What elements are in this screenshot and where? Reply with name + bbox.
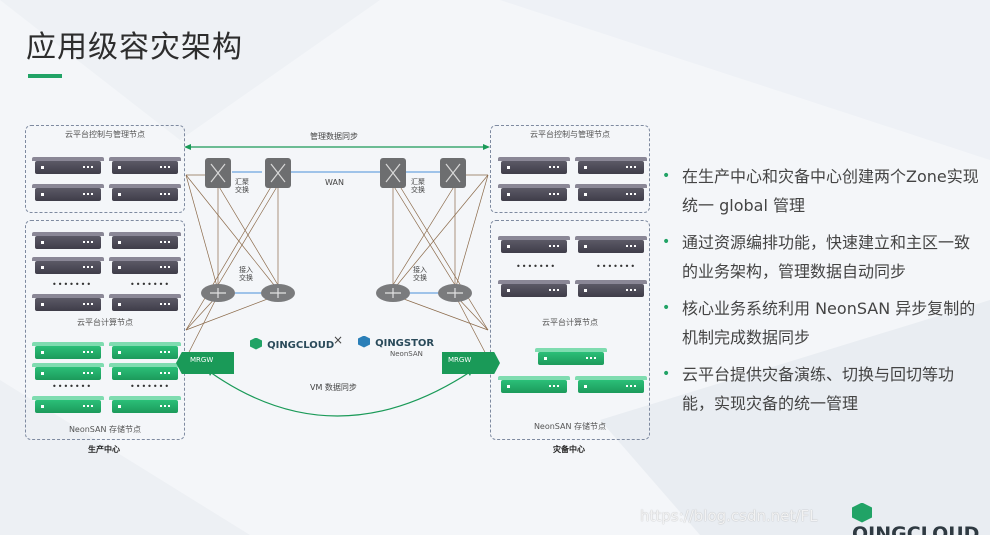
left-control-zone: 云平台控制与管理节点 <box>25 125 185 213</box>
mgmt-sync-label: 管理数据同步 <box>310 132 358 141</box>
storage-server <box>32 396 104 413</box>
logo-hex-icon <box>852 502 872 523</box>
access-switch-label-left: 接入交换 <box>239 266 253 282</box>
left-storage-dots-2: ••••••• <box>130 382 171 391</box>
left-storage-dots-1: ••••••• <box>52 382 93 391</box>
qingcloud-logo-small: QINGCLOUD <box>250 333 334 352</box>
left-compute-label: 云平台计算节点 <box>77 318 133 327</box>
agg-switch-label-left: 汇聚交换 <box>235 178 249 194</box>
right-compute-dots-1: ••••••• <box>516 262 557 271</box>
left-mrgw: MRGW <box>176 352 234 374</box>
brand-left: QINGCLOUD <box>267 340 335 351</box>
left-storage-label: NeonSAN 存储节点 <box>68 425 142 434</box>
watermark: https://blog.csdn.net/FL <box>640 507 818 525</box>
page-title: 应用级容灾架构 <box>26 30 243 65</box>
left-site-name: 生产中心 <box>88 445 120 454</box>
storage-server <box>32 342 104 359</box>
server <box>32 294 104 311</box>
bullet-list: 在生产中心和灾备中心创建两个Zone实现统一 global 管理 通过资源编排功… <box>660 162 980 426</box>
access-switch-label-right: 接入交换 <box>413 266 427 282</box>
server <box>109 257 181 274</box>
wan-label: WAN <box>325 178 344 187</box>
title-accent-bar <box>28 74 62 78</box>
cloud-hex-icon <box>250 337 262 350</box>
agg-switch-label-right: 汇聚交换 <box>411 178 425 194</box>
agg-switch-icon <box>205 158 466 188</box>
server <box>498 280 570 297</box>
brand-times: × <box>333 333 344 347</box>
server <box>498 157 570 174</box>
storage-server <box>498 376 570 393</box>
left-control-label: 云平台控制与管理节点 <box>65 130 145 139</box>
right-mrgw: MRGW <box>442 352 500 374</box>
server <box>32 232 104 249</box>
server <box>109 232 181 249</box>
footer-logo: QINGCLOUD <box>852 502 990 535</box>
bullet-item: 云平台提供灾备演练、切换与回切等功能，实现灾备的统一管理 <box>660 360 980 418</box>
right-storage-label: NeonSAN 存储节点 <box>533 422 607 431</box>
right-control-label: 云平台控制与管理节点 <box>530 130 610 139</box>
brand-right-sub: NeonSAN <box>390 350 423 358</box>
server <box>109 294 181 311</box>
right-compute-label: 云平台计算节点 <box>542 318 598 327</box>
server <box>32 157 104 174</box>
left-compute-zone: 云平台计算节点 NeonSAN 存储节点 <box>25 220 185 440</box>
right-compute-zone: 云平台计算节点 NeonSAN 存储节点 <box>490 220 650 440</box>
server <box>109 157 181 174</box>
right-site-name: 灾备中心 <box>553 445 585 454</box>
logo-text: QINGCLOUD <box>852 522 980 535</box>
server <box>575 280 647 297</box>
right-control-zone: 云平台控制与管理节点 <box>490 125 650 213</box>
server <box>32 184 104 201</box>
vm-sync-label: VM 数据同步 <box>310 383 357 392</box>
right-compute-dots-2: ••••••• <box>596 262 637 271</box>
server <box>32 257 104 274</box>
storage-server <box>575 376 647 393</box>
qingstor-logo: QINGSTOR NeonSAN <box>358 331 434 358</box>
stor-hex-icon <box>358 335 370 348</box>
storage-server <box>535 348 607 365</box>
storage-server <box>109 396 181 413</box>
storage-server <box>109 342 181 359</box>
brand-right: QINGSTOR <box>375 338 435 349</box>
storage-server <box>32 363 104 380</box>
server <box>109 184 181 201</box>
left-compute-dots-1: ••••••• <box>52 280 93 289</box>
server <box>575 184 647 201</box>
server <box>575 236 647 253</box>
server <box>575 157 647 174</box>
left-compute-dots-2: ••••••• <box>130 280 171 289</box>
bullet-item: 核心业务系统利用 NeonSAN 异步复制的机制完成数据同步 <box>660 294 980 352</box>
bullet-item: 通过资源编排功能，快速建立和主区一致的业务架构，管理数据自动同步 <box>660 228 980 286</box>
access-switch-icon <box>201 284 472 302</box>
bullet-item: 在生产中心和灾备中心创建两个Zone实现统一 global 管理 <box>660 162 980 220</box>
server <box>498 184 570 201</box>
storage-server <box>109 363 181 380</box>
server <box>498 236 570 253</box>
